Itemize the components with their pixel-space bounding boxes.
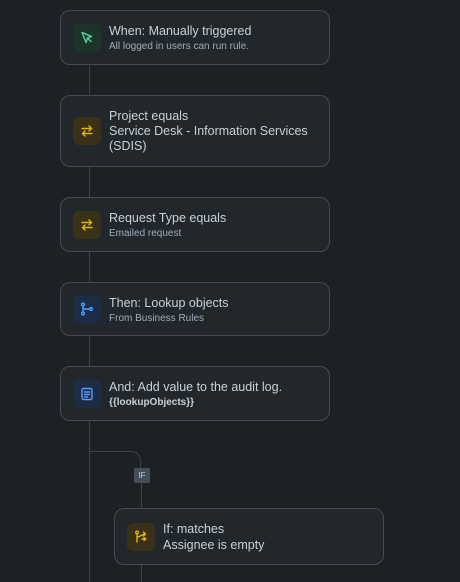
object-tree-icon: [73, 295, 101, 323]
branch-connector-line: [141, 483, 142, 509]
rule-step-trigger[interactable]: When: Manually triggered All logged in u…: [60, 10, 330, 65]
swap-arrows-icon: [73, 117, 101, 145]
branch-subtitle: Assignee is empty: [163, 538, 265, 552]
step-title: And: Add value to the audit log.: [109, 380, 283, 394]
pointer-icon: [73, 23, 101, 52]
rule-step-action-audit-log[interactable]: And: Add value to the audit log. {{looku…: [60, 366, 330, 421]
step-subtitle: From Business Rules: [109, 313, 205, 324]
branch-connector-curve: [89, 451, 141, 471]
step-title: Then: Lookup objects: [109, 296, 229, 310]
step-title: Project equals: [109, 109, 189, 123]
if-branch-badge[interactable]: IF: [134, 468, 150, 483]
branch-connector-tail: [141, 564, 142, 582]
rule-branch-if-condition[interactable]: If: matches Assignee is empty: [114, 508, 384, 565]
rule-step-condition-request-type[interactable]: Request Type equals Emailed request: [60, 197, 330, 252]
step-title: When: Manually triggered: [109, 24, 252, 38]
step-subtitle: Emailed request: [109, 228, 182, 239]
step-subtitle: {{lookupObjects}}: [109, 397, 195, 408]
branch-title: If: matches: [163, 522, 225, 536]
rule-step-action-lookup[interactable]: Then: Lookup objects From Business Rules: [60, 282, 330, 336]
rule-step-condition-project[interactable]: Project equals Service Desk - Informatio…: [60, 95, 330, 167]
branch-icon: [127, 522, 155, 551]
swap-arrows-icon: [73, 210, 101, 239]
step-subtitle: All logged in users can run rule.: [109, 41, 250, 52]
document-icon: [73, 379, 101, 408]
step-subtitle: Service Desk - Information Services (SDI…: [109, 124, 308, 153]
step-title: Request Type equals: [109, 211, 227, 225]
